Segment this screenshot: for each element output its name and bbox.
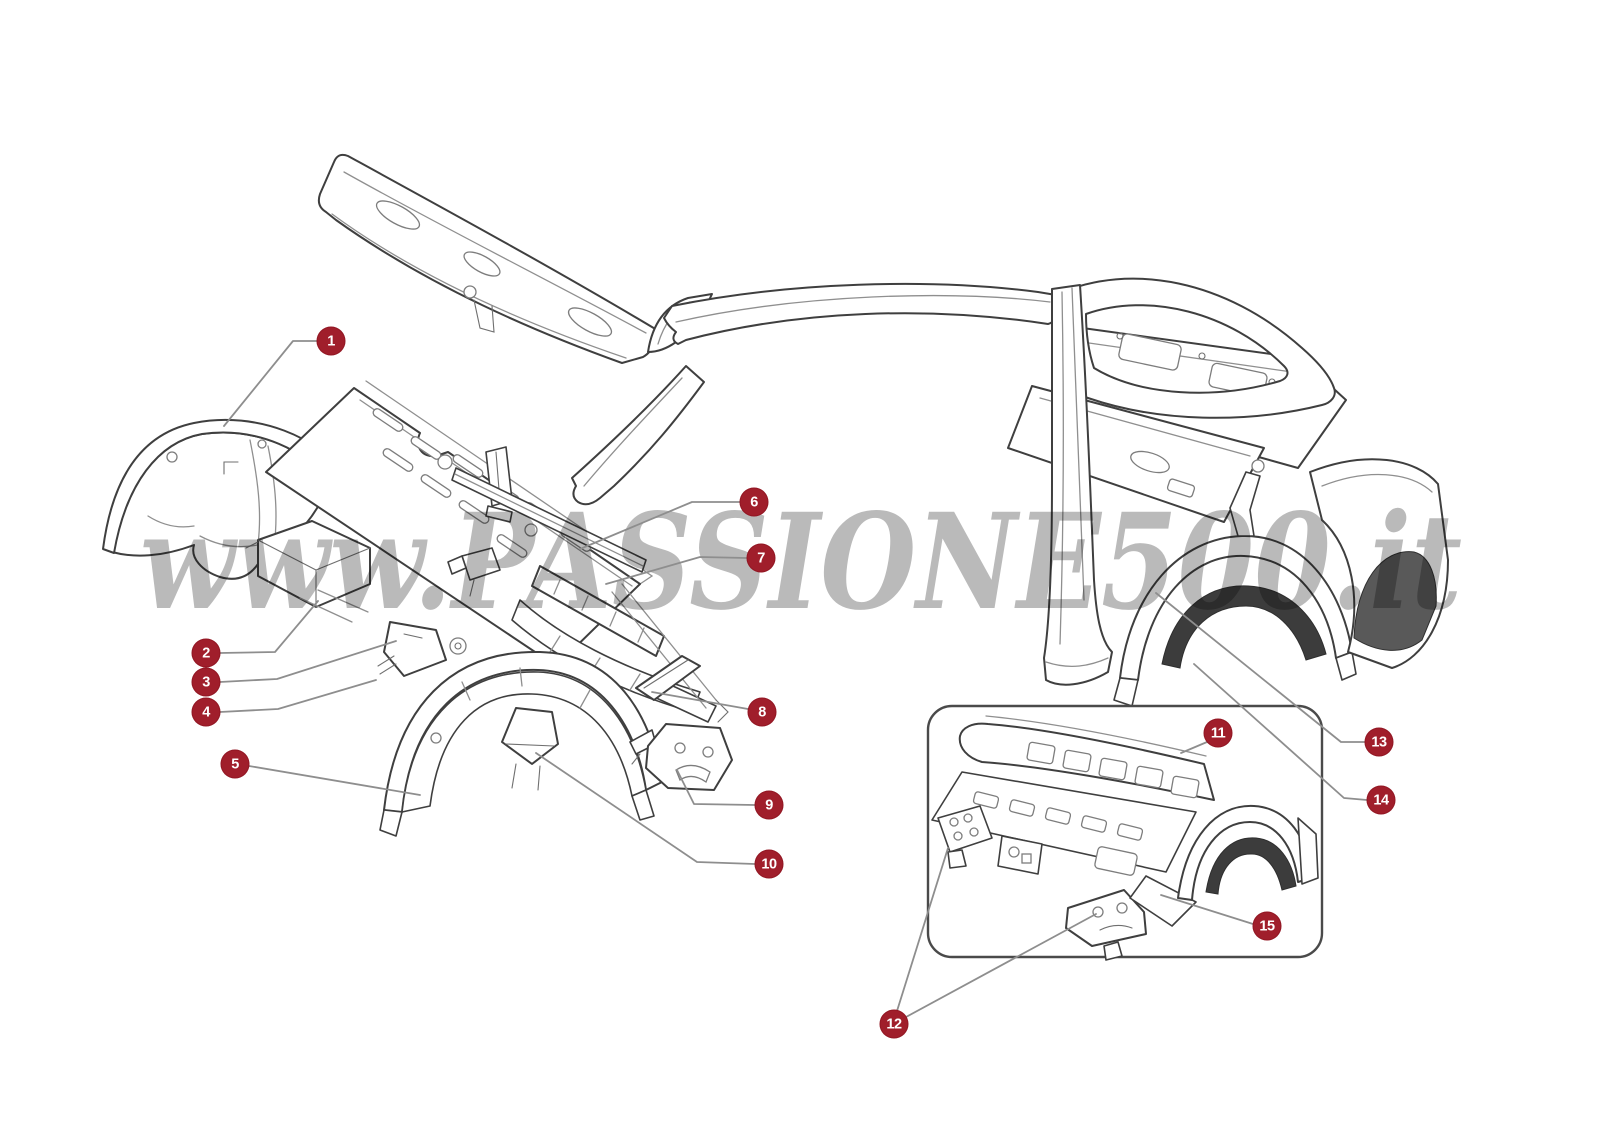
rear-wheelhouse-right bbox=[1113, 459, 1357, 707]
roof-side-rail bbox=[663, 282, 1072, 345]
callout-badge-2[interactable]: 2 bbox=[191, 638, 221, 668]
leader-line-9 bbox=[676, 769, 756, 806]
callout-badge-11[interactable]: 11 bbox=[1203, 718, 1233, 748]
callout-badge-13[interactable]: 13 bbox=[1364, 727, 1394, 757]
leader-line-11 bbox=[1180, 741, 1208, 754]
heel-board-flap bbox=[635, 655, 701, 701]
watermark-text: www.PASSIONE500.it bbox=[140, 485, 1462, 640]
leader-line-14 bbox=[1193, 663, 1368, 801]
callout-badge-14[interactable]: 14 bbox=[1366, 785, 1396, 815]
callout-badge-8[interactable]: 8 bbox=[747, 697, 777, 727]
windshield-header-panel bbox=[317, 153, 658, 364]
callout-badge-6[interactable]: 6 bbox=[739, 487, 769, 517]
inset-rear-panel-assembly bbox=[931, 715, 1319, 961]
leader-line-13 bbox=[1155, 592, 1366, 743]
inset-panel-box bbox=[926, 704, 1324, 959]
leader-line-1 bbox=[223, 340, 319, 427]
callout-badge-5[interactable]: 5 bbox=[220, 749, 250, 779]
quarter-panel-skin bbox=[1309, 458, 1449, 669]
leader-line-2 bbox=[219, 600, 319, 654]
floor-side-rail bbox=[451, 467, 647, 573]
callout-badge-7[interactable]: 7 bbox=[746, 543, 776, 573]
callout-badge-12[interactable]: 12 bbox=[879, 1009, 909, 1039]
leader-line-5 bbox=[248, 765, 421, 796]
callout-badge-9[interactable]: 9 bbox=[754, 790, 784, 820]
floor-pan bbox=[265, 380, 654, 667]
leader-line-3 bbox=[219, 640, 397, 683]
leader-line-10 bbox=[535, 752, 756, 865]
callout-badge-15[interactable]: 15 bbox=[1252, 911, 1282, 941]
callout-badge-1[interactable]: 1 bbox=[316, 326, 346, 356]
seat-crossmember bbox=[531, 565, 665, 657]
seatbelt-anchor-bracket bbox=[501, 707, 559, 791]
callout-badge-4[interactable]: 4 bbox=[191, 697, 221, 727]
leader-line-8 bbox=[651, 691, 749, 710]
leader-line-12 bbox=[905, 913, 1097, 1018]
rear-wheelhouse bbox=[379, 650, 663, 837]
seat-mount-bracket bbox=[447, 547, 501, 597]
b-pillar bbox=[1043, 284, 1113, 686]
leader-line-12 bbox=[896, 847, 949, 1012]
support-plate-bracket bbox=[629, 723, 733, 791]
leader-line-15 bbox=[1160, 894, 1254, 925]
jack-mount-bracket bbox=[377, 621, 467, 677]
battery-tray bbox=[245, 520, 371, 623]
windshield-pillar bbox=[571, 365, 705, 506]
callout-badge-10[interactable]: 10 bbox=[754, 849, 784, 879]
leader-line-4 bbox=[219, 679, 377, 713]
leader-line-7 bbox=[605, 556, 748, 585]
leader-line-6 bbox=[579, 501, 741, 550]
callout-leader-lines bbox=[219, 340, 1368, 1018]
callout-badge-3[interactable]: 3 bbox=[191, 667, 221, 697]
